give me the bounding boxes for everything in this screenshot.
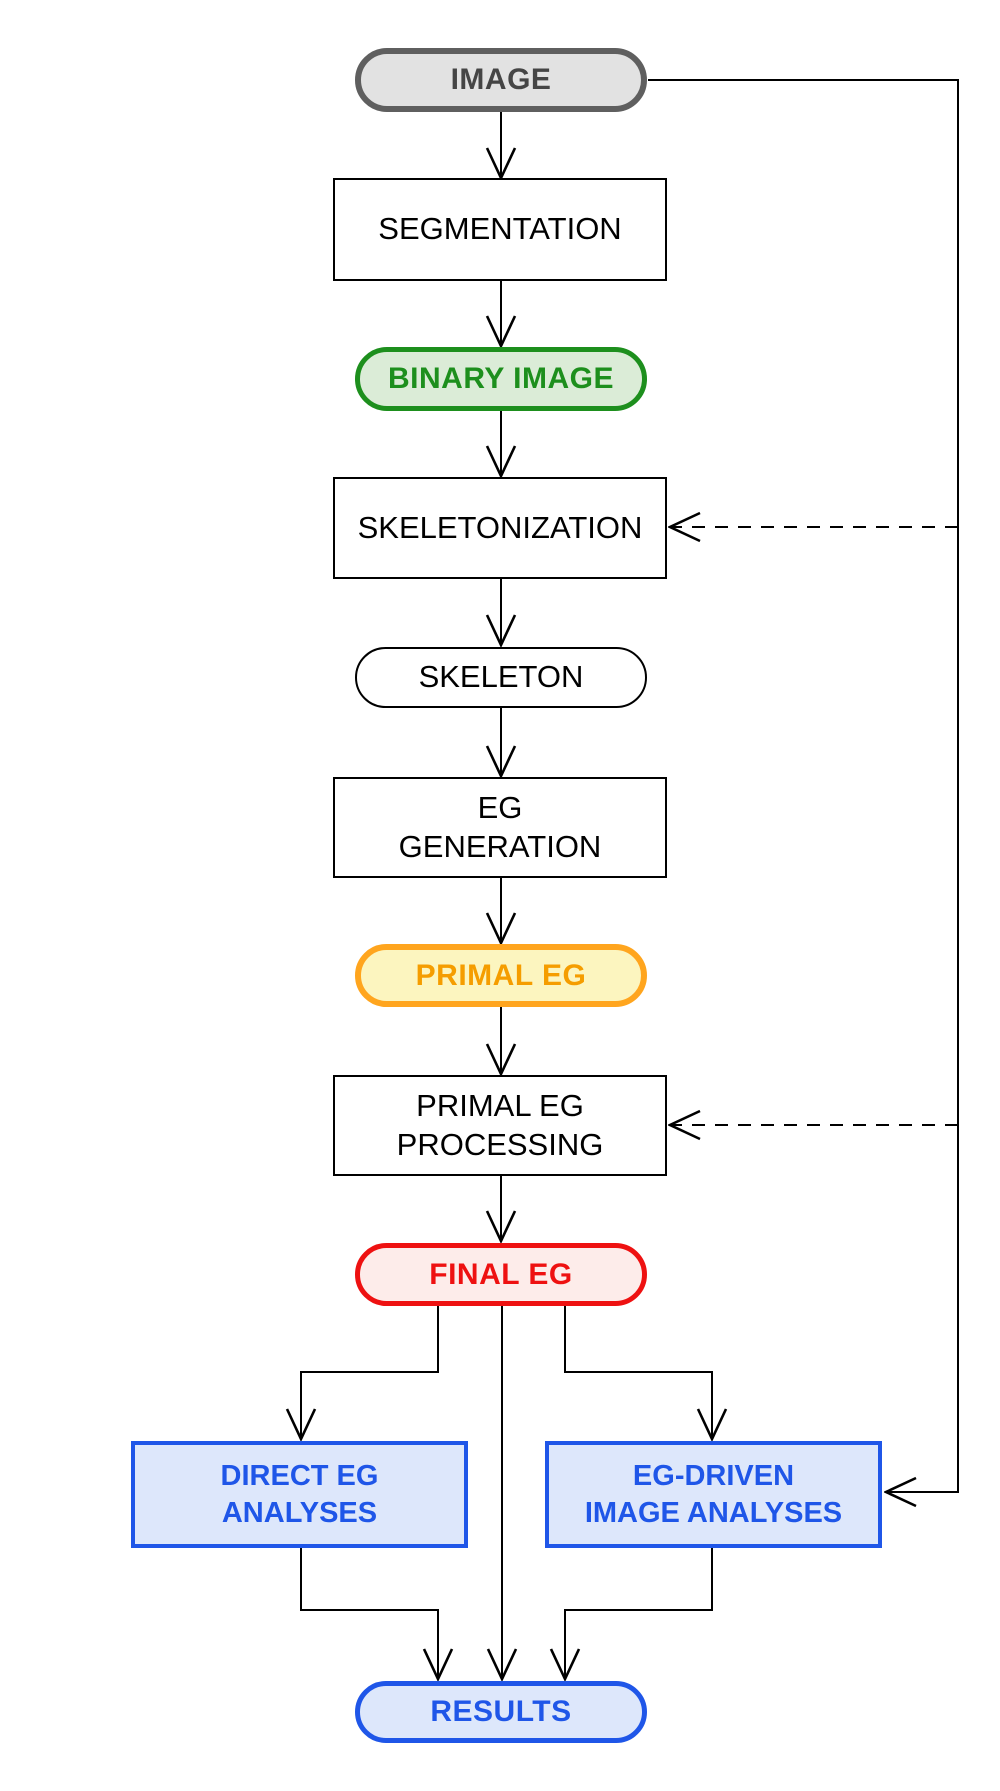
arrow-final-eg-to-direct-analyses bbox=[301, 1306, 439, 1439]
arrow-direct-analyses-to-results bbox=[300, 1548, 438, 1679]
node-binary-image: BINARY IMAGE bbox=[355, 347, 647, 411]
node-final-eg: FINAL EG bbox=[355, 1243, 647, 1306]
node-results: RESULTS bbox=[355, 1681, 647, 1743]
arrow-image-feedback-to-eg-driven-analyses bbox=[648, 79, 959, 1492]
arrow-final-eg-to-eg-driven-analyses bbox=[564, 1306, 712, 1439]
node-image: IMAGE bbox=[355, 48, 647, 112]
node-primal-eg-processing: PRIMAL EG PROCESSING bbox=[333, 1075, 667, 1176]
node-eg-generation: EG GENERATION bbox=[333, 777, 667, 878]
node-eg-driven-image-analyses: EG-DRIVEN IMAGE ANALYSES bbox=[545, 1441, 882, 1548]
node-primal-eg: PRIMAL EG bbox=[355, 944, 647, 1007]
arrow-eg-driven-analyses-to-results bbox=[565, 1548, 713, 1679]
node-direct-eg-analyses: DIRECT EG ANALYSES bbox=[131, 1441, 468, 1548]
node-skeletonization: SKELETONIZATION bbox=[333, 477, 667, 579]
node-skeleton: SKELETON bbox=[355, 647, 647, 708]
node-segmentation: SEGMENTATION bbox=[333, 178, 667, 281]
